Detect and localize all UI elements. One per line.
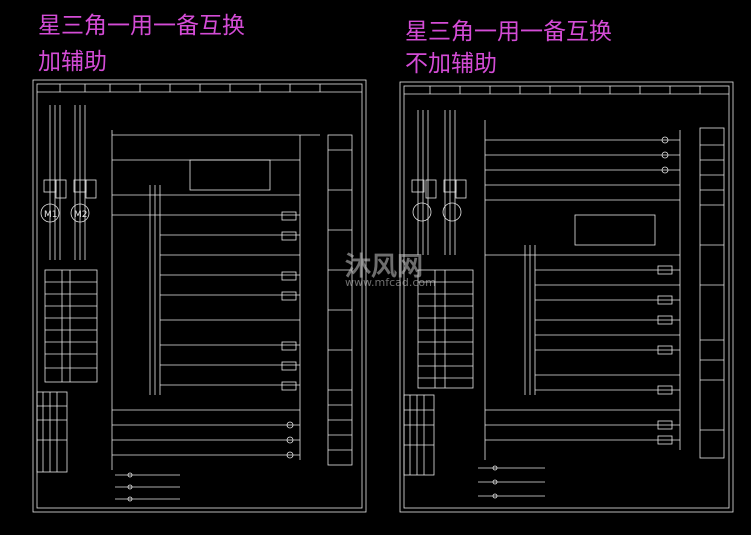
right-title-block <box>403 394 435 476</box>
right-sheet-frame <box>399 81 734 513</box>
left-power-circuit <box>40 105 97 260</box>
left-control-circuit <box>111 130 320 470</box>
right-indicator-lamps <box>478 465 545 499</box>
left-side-legend <box>327 134 353 466</box>
right-power-circuit <box>411 110 467 255</box>
left-top-ruler <box>37 84 362 93</box>
right-sheet-inner-frame <box>403 85 730 509</box>
right-motor-m2-symbol <box>442 202 462 222</box>
left-sheet-inner-frame <box>36 83 363 509</box>
left-sheet: M1 M2 <box>32 79 367 513</box>
left-sheet-frame <box>32 79 367 513</box>
right-component-table <box>417 269 474 389</box>
motor-label-m2: M2 <box>74 210 88 220</box>
left-title-block <box>36 391 68 473</box>
left-title-line1: 星三角一用一备互换 <box>38 13 245 39</box>
motor-m2-symbol <box>70 203 90 223</box>
motor-m1-symbol <box>40 203 60 223</box>
right-control-circuit <box>484 120 681 460</box>
right-title-line1: 星三角一用一备互换 <box>405 19 612 45</box>
motor-label-m1: M1 <box>44 210 58 220</box>
watermark-url: www.mfcad.com <box>345 276 436 289</box>
right-sheet <box>399 81 734 513</box>
watermark-name: 沐风网 <box>345 252 424 282</box>
left-component-table <box>44 269 98 383</box>
right-side-legend <box>699 127 725 459</box>
right-top-ruler <box>404 86 729 95</box>
right-title-line2: 不加辅助 <box>405 51 497 77</box>
right-motor-m1-symbol <box>412 202 432 222</box>
left-indicator-lamps <box>115 472 180 502</box>
left-title-line2: 加辅助 <box>38 49 107 75</box>
